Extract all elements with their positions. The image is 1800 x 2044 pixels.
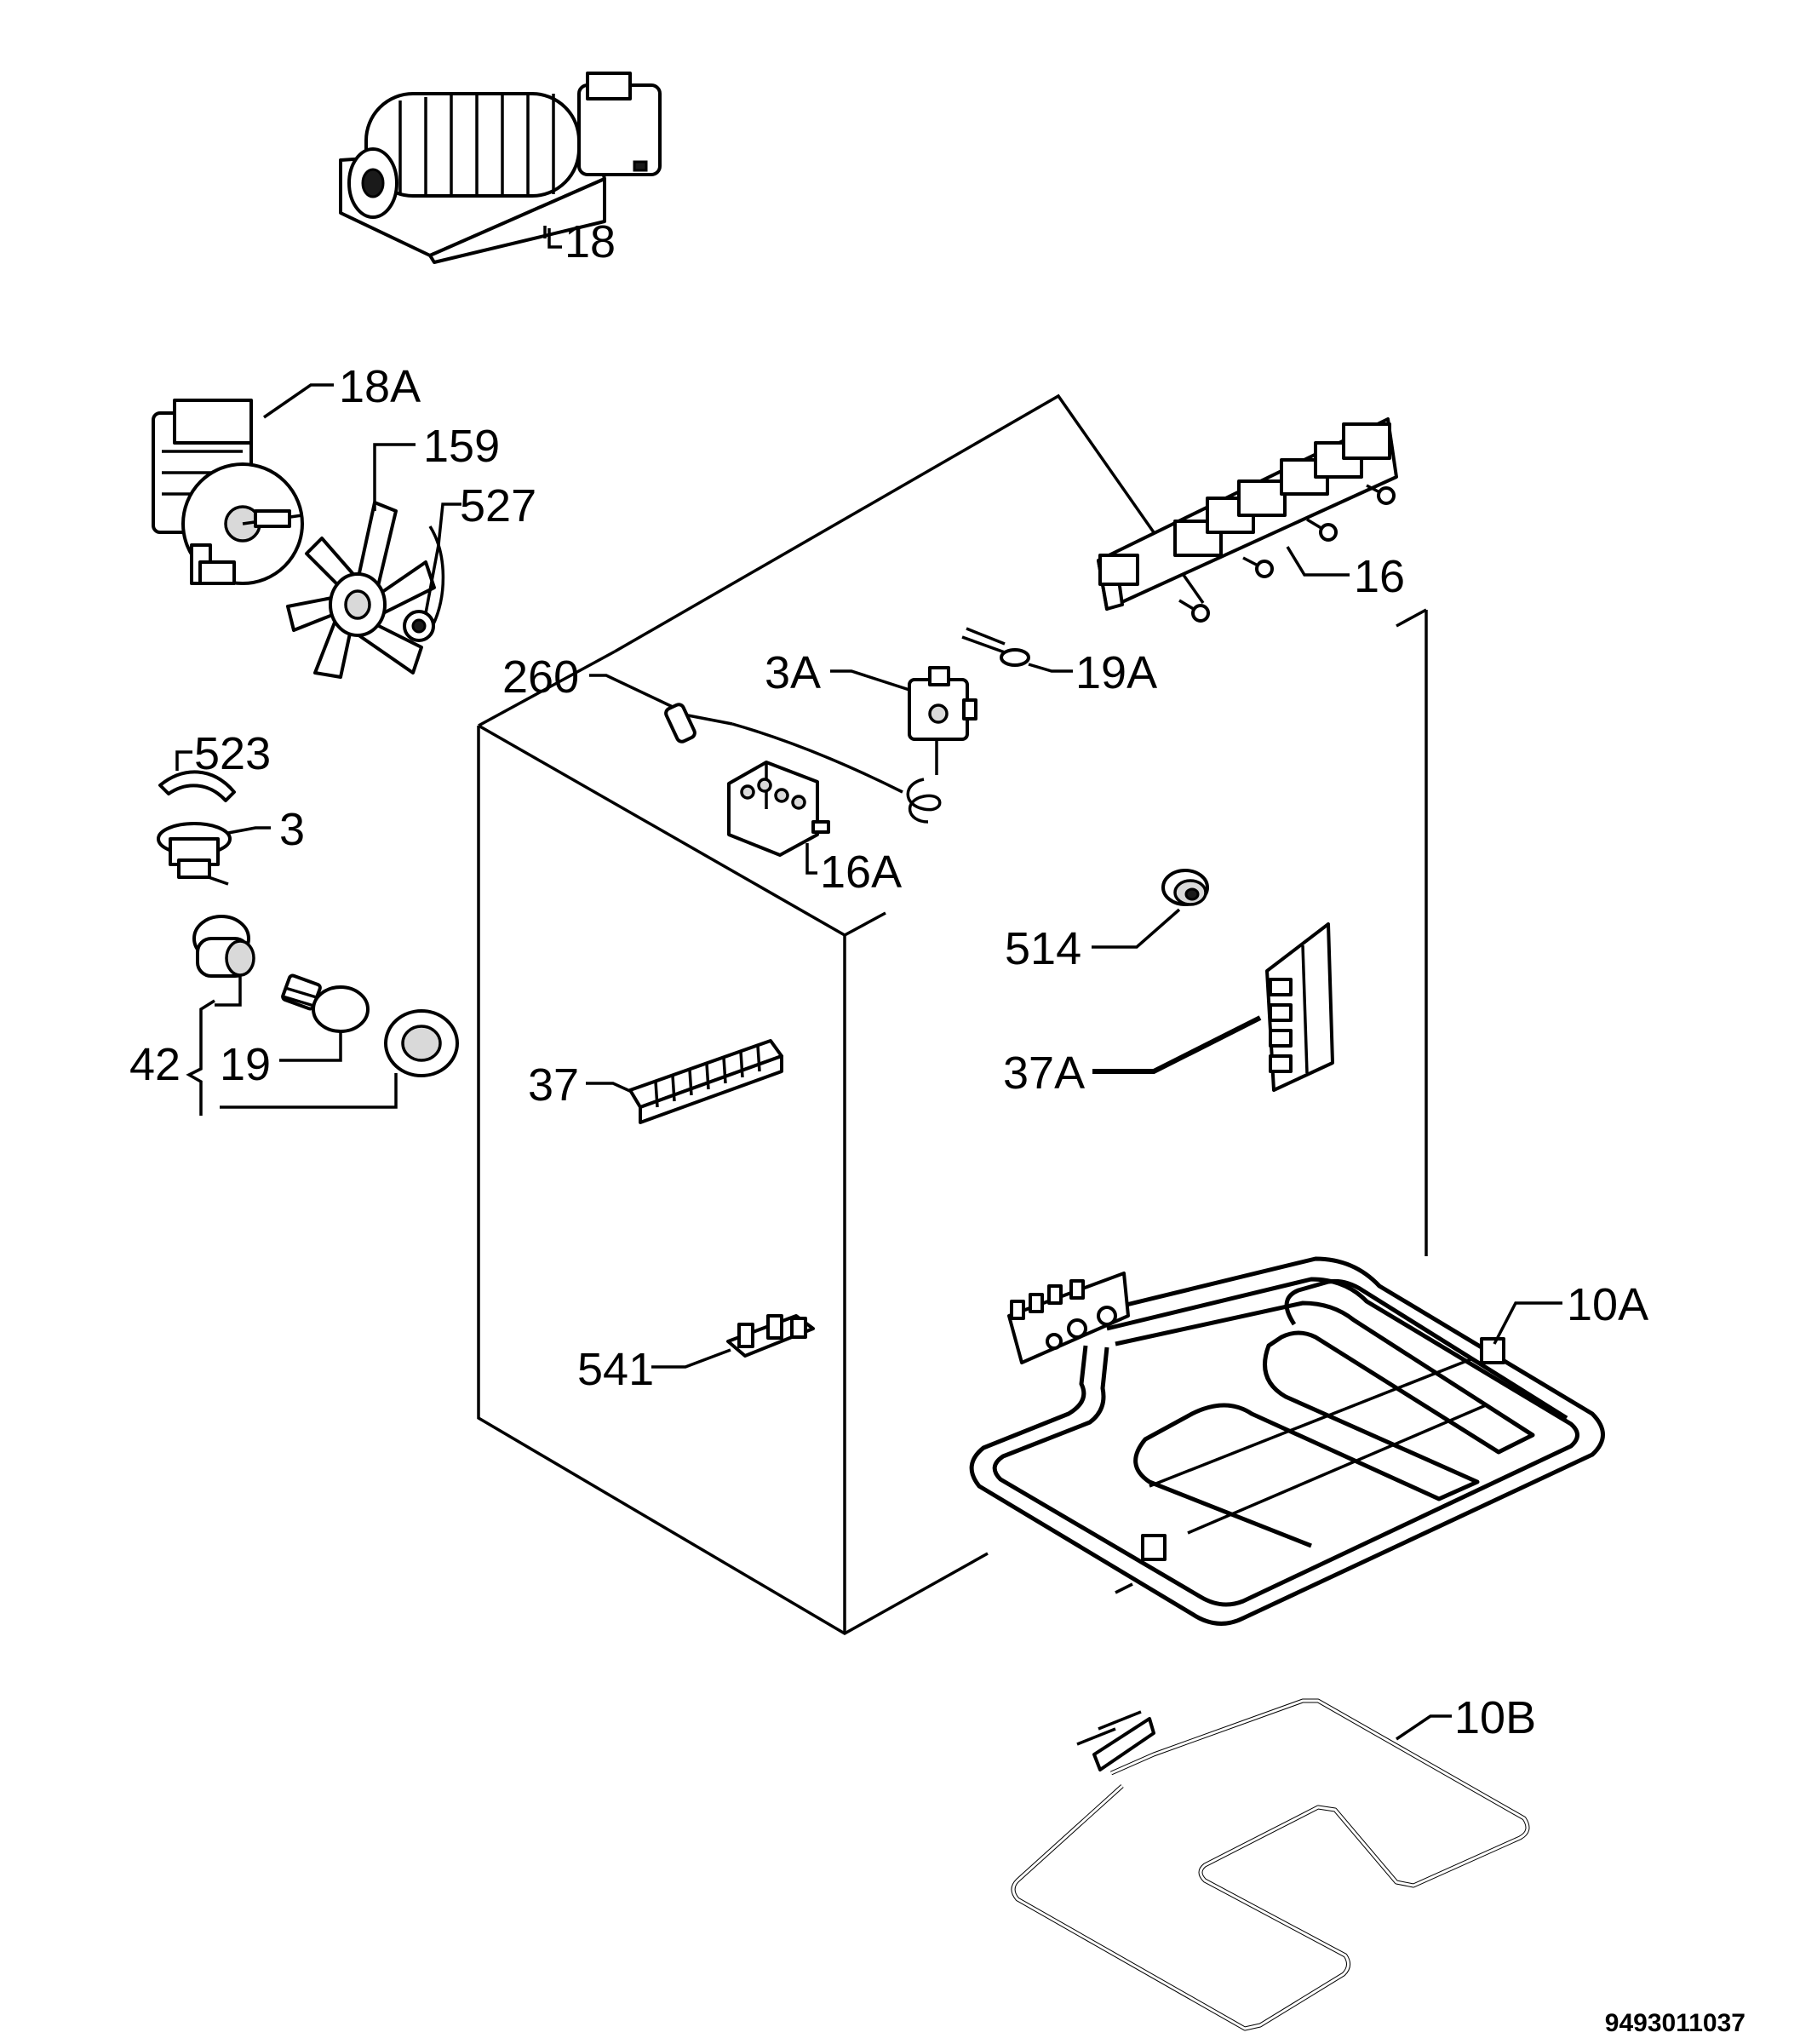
safety-thermostat-part-3[interactable] (157, 822, 232, 886)
label-159: 159 (423, 421, 500, 472)
label-19a: 19A (1075, 647, 1157, 698)
clip-part-523[interactable] (158, 770, 236, 802)
label-10a: 10A (1567, 1279, 1648, 1330)
switch-bank-part-16[interactable] (1097, 417, 1398, 623)
thermostat-part-3a[interactable] (906, 666, 977, 824)
leader-16a (805, 843, 817, 875)
label-514: 514 (1005, 923, 1081, 974)
bulb-part-19a[interactable] (961, 627, 1030, 667)
label-3: 3 (279, 804, 305, 855)
label-10b: 10B (1454, 1692, 1536, 1743)
fan-nut-part-527[interactable] (403, 525, 445, 642)
terminal-block-part-16a[interactable] (727, 761, 830, 857)
leader-42-cover (220, 1073, 398, 1109)
leader-18 (547, 228, 562, 249)
label-527: 527 (460, 480, 536, 531)
label-18a: 18A (339, 361, 421, 412)
bottom-element-part-10b[interactable] (1011, 1698, 1530, 2031)
leader-19a (1028, 663, 1073, 673)
label-523: 523 (194, 728, 271, 779)
leader-42-brace (186, 999, 215, 1116)
grommet-part-514[interactable] (1161, 869, 1209, 906)
leader-541 (651, 1348, 731, 1369)
clip-part-541[interactable] (726, 1314, 815, 1358)
lamp-cover-part-42[interactable] (384, 1009, 459, 1077)
label-18: 18 (565, 216, 616, 267)
fan-motor-part-18a[interactable] (152, 399, 304, 585)
label-37: 37 (528, 1059, 579, 1111)
label-37a: 37A (1003, 1048, 1085, 1099)
leader-37a (1092, 1015, 1262, 1074)
label-3a: 3A (765, 647, 821, 698)
tangential-fan-part-18[interactable] (339, 72, 662, 264)
label-260: 260 (502, 652, 579, 703)
leader-10b (1396, 1714, 1452, 1741)
thermostat-probe-part-260[interactable] (664, 703, 903, 794)
leader-10a (1493, 1301, 1562, 1345)
grill-element-part-10a[interactable] (969, 1256, 1605, 1626)
diagram-reference-number: 9493011037 (1605, 2009, 1746, 2037)
leader-3 (227, 826, 271, 835)
oven-cabinet-outline (477, 393, 1428, 1636)
label-19: 19 (220, 1039, 271, 1090)
lamp-holder-part-42[interactable] (192, 915, 255, 978)
label-42: 42 (129, 1039, 181, 1090)
lamp-bulb-part-19[interactable] (281, 973, 370, 1033)
leader-527 (424, 502, 461, 614)
leader-159 (373, 443, 416, 511)
leader-523 (175, 750, 192, 771)
connector-strip-part-37[interactable] (628, 1039, 783, 1124)
fan-blade-part-159[interactable] (286, 501, 436, 679)
leader-514 (1092, 908, 1181, 949)
leader-42-holder (215, 976, 242, 1007)
leader-16 (1286, 546, 1350, 577)
leader-18a (263, 383, 334, 419)
leader-3a (830, 669, 910, 692)
terminal-strip-part-37a[interactable] (1265, 922, 1334, 1092)
label-16: 16 (1354, 551, 1405, 602)
leader-19 (279, 1031, 342, 1062)
label-541: 541 (577, 1344, 654, 1395)
leader-260 (589, 674, 674, 709)
label-16a: 16A (820, 847, 902, 898)
leader-37 (586, 1082, 633, 1094)
